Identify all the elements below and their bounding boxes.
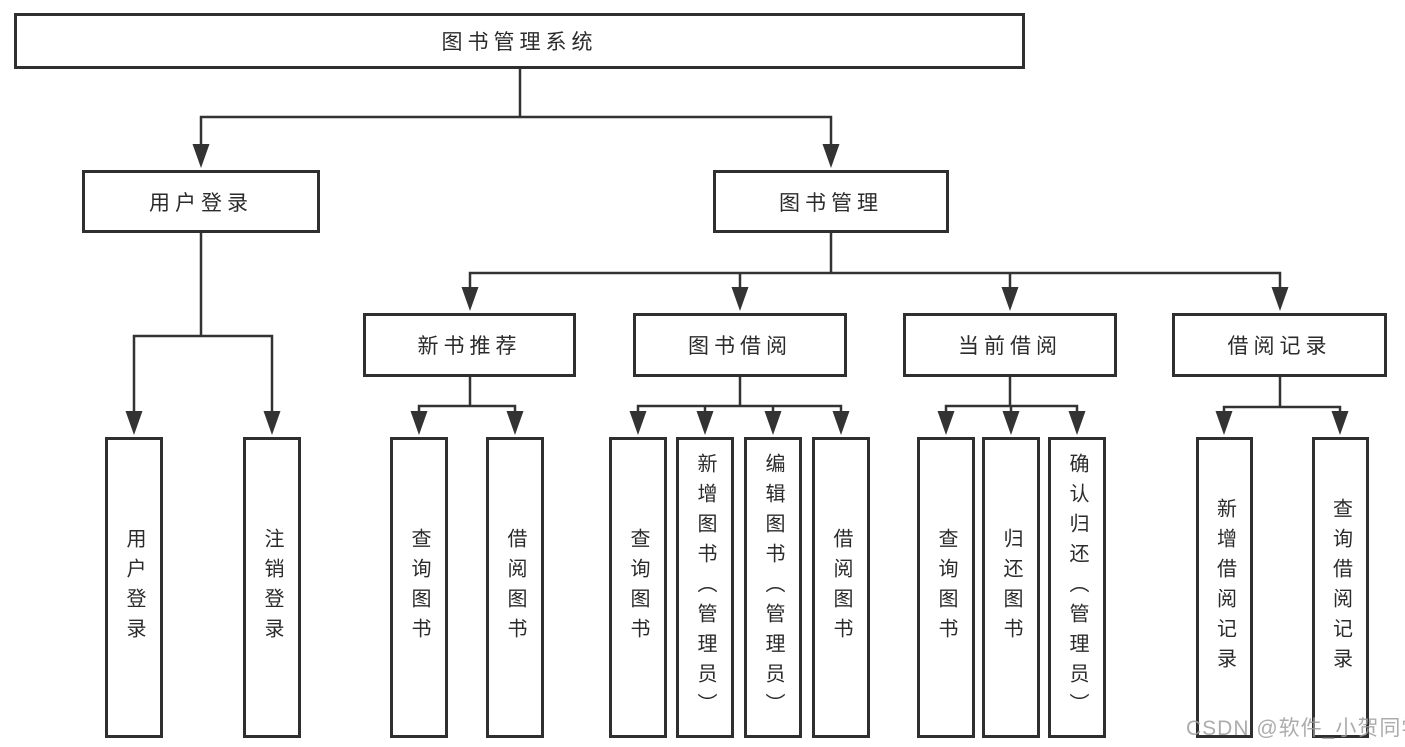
arrowhead	[263, 411, 281, 435]
node-borrow-records: 借阅记录	[1172, 313, 1387, 377]
connector-current-borrow-split	[944, 377, 1079, 418]
arrowhead	[461, 287, 479, 311]
arrowhead	[764, 411, 782, 435]
leaf-user-login: 用户登录	[105, 437, 163, 738]
node-library-system: 图书管理系统	[14, 13, 1025, 69]
leaf-borrow-books-borrow: 借阅图书	[812, 437, 870, 738]
connector-borrow-records-split	[1222, 377, 1342, 418]
leaf-query-books-current: 查询图书	[917, 437, 975, 738]
csdn-watermark: CSDN @软件_小贺同学	[1186, 717, 1405, 740]
node-book-management: 图书管理	[713, 170, 949, 233]
arrowhead	[1002, 411, 1020, 435]
node-new-book-recommend: 新书推荐	[363, 313, 576, 377]
leaf-add-books-admin: 新增图书（管理员）	[676, 437, 734, 738]
leaf-edit-books-admin: 编辑图书（管理员）	[744, 437, 802, 738]
arrowhead	[629, 411, 647, 435]
leaf-query-books-recommend: 查询图书	[390, 437, 448, 738]
connector-book-borrow-split	[636, 377, 843, 418]
arrowhead	[696, 411, 714, 435]
arrowhead	[192, 144, 210, 168]
arrowhead	[832, 411, 850, 435]
connector-root-split	[199, 69, 833, 150]
node-user-login: 用户登录	[82, 170, 320, 233]
arrowhead	[410, 411, 428, 435]
arrowhead	[937, 411, 955, 435]
leaf-logout: 注销登录	[243, 437, 301, 738]
leaf-borrow-books-recommend: 借阅图书	[486, 437, 544, 738]
arrowhead	[1215, 411, 1233, 435]
leaf-confirm-return-admin: 确认归还（管理员）	[1048, 437, 1106, 738]
node-book-borrow: 图书借阅	[633, 313, 847, 377]
arrowhead	[506, 411, 524, 435]
arrowhead	[1001, 287, 1019, 311]
arrowhead	[1271, 287, 1289, 311]
arrowhead	[125, 411, 143, 435]
node-current-borrow: 当前借阅	[903, 313, 1117, 377]
leaf-query-books-borrow: 查询图书	[609, 437, 667, 738]
leaf-query-borrow-record: 查询借阅记录	[1312, 437, 1369, 738]
connector-book-management-split	[468, 233, 1282, 293]
connector-user-login-split	[132, 233, 274, 418]
leaf-add-borrow-record: 新增借阅记录	[1196, 437, 1253, 738]
arrowhead	[1068, 411, 1086, 435]
arrowhead	[822, 144, 840, 168]
arrowhead	[731, 287, 749, 311]
arrowhead	[1331, 411, 1349, 435]
connector-new-book-recommend-split	[417, 377, 517, 418]
leaf-return-books: 归还图书	[982, 437, 1040, 738]
